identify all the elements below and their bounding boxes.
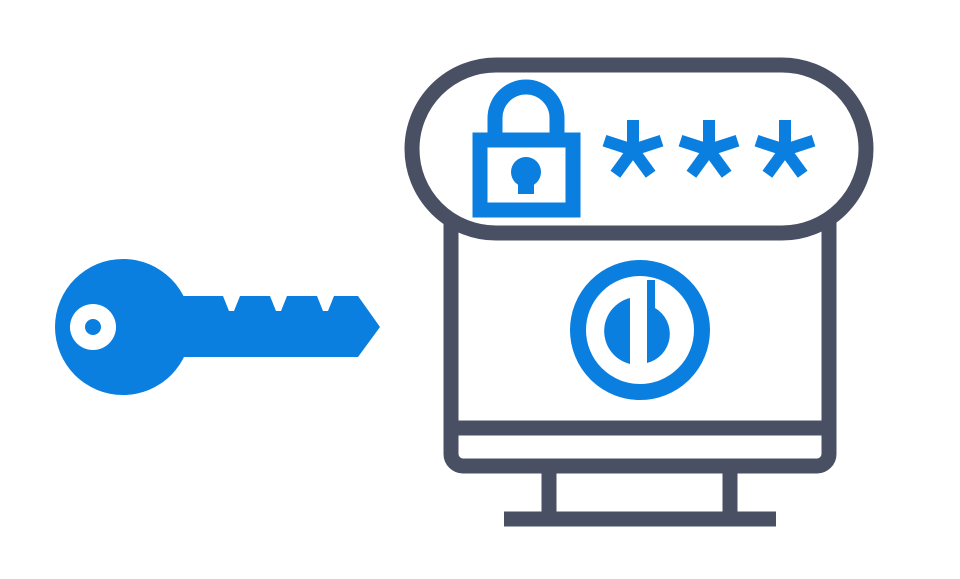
masked-password (602, 120, 816, 178)
key-icon (55, 259, 380, 395)
asterisk-icon (602, 120, 664, 178)
logo-right-half (647, 280, 670, 363)
padlock-shackle (487, 79, 565, 135)
key-blade (180, 296, 380, 357)
padlock-icon (472, 79, 581, 218)
key-head (55, 259, 191, 395)
brand-logo-icon (570, 260, 710, 400)
key-ring-center (85, 319, 101, 335)
asterisk-icon (678, 120, 740, 178)
logo-left-half (604, 298, 630, 364)
padlock-body (472, 132, 581, 218)
asterisk-icon (754, 120, 816, 178)
keyhole-icon (511, 157, 541, 194)
logo-ring (570, 260, 710, 400)
monitor-icon (443, 187, 837, 527)
